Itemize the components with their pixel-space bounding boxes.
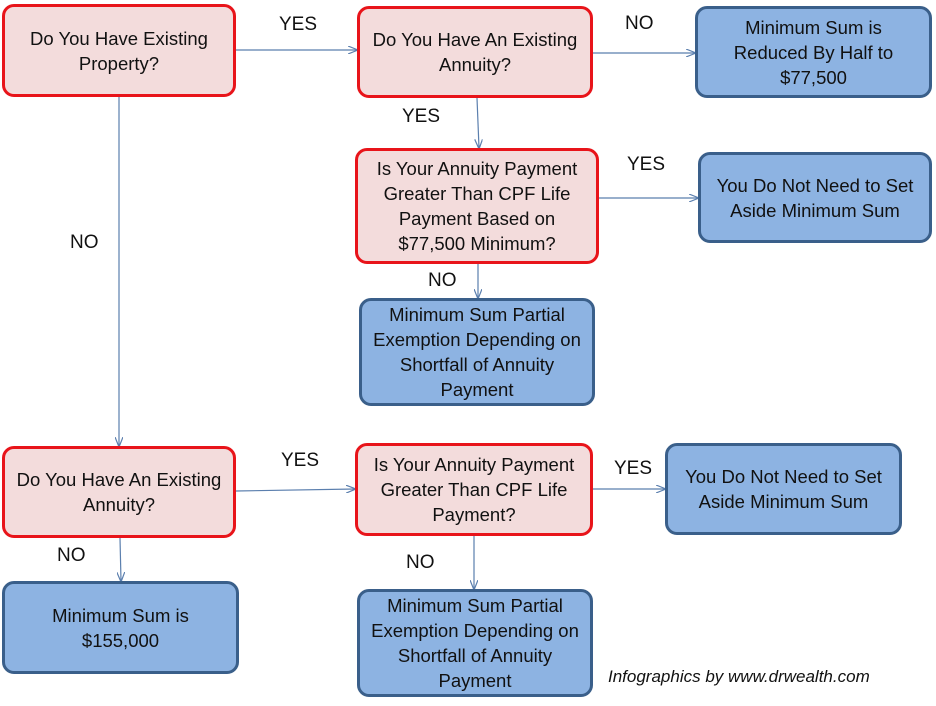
label-q5-r4-yes: YES — [614, 458, 653, 479]
result-partial-exemption-2: Minimum Sum Partial Exemption Depending … — [357, 589, 593, 697]
question-annuity-greater-77500: Is Your Annuity Payment Greater Than CPF… — [355, 148, 599, 264]
edge-q4-q5 — [235, 489, 355, 491]
result-partial-exemption-1: Minimum Sum Partial Exemption Depending … — [359, 298, 595, 406]
label-q2-q3-yes: YES — [402, 106, 441, 127]
label-q3-r2-yes: YES — [627, 154, 666, 175]
label-q4-r5-no: NO — [57, 545, 86, 566]
result-minimum-sum-155000: Minimum Sum is $155,000 — [2, 581, 239, 674]
label-q1-q2-yes: YES — [279, 14, 318, 35]
label-q4-q5-yes: YES — [281, 450, 320, 471]
question-existing-property: Do You Have Existing Property? — [2, 4, 236, 97]
label-q1-q4-no: NO — [70, 232, 99, 253]
label-q5-r6-no: NO — [406, 552, 435, 573]
question-annuity-greater-cpf: Is Your Annuity Payment Greater Than CPF… — [355, 443, 593, 536]
result-no-need-set-aside-2: You Do Not Need to Set Aside Minimum Sum — [665, 443, 902, 535]
label-q3-r3-no: NO — [428, 270, 457, 291]
edge-q4-r5 — [120, 537, 121, 581]
question-existing-annuity-1: Do You Have An Existing Annuity? — [357, 6, 593, 98]
result-no-need-set-aside-1: You Do Not Need to Set Aside Minimum Sum — [698, 152, 932, 243]
label-q2-r1-no: NO — [625, 13, 654, 34]
result-minimum-sum-reduced: Minimum Sum is Reduced By Half to $77,50… — [695, 6, 932, 98]
edge-q2-q3 — [477, 97, 479, 148]
credit-text: Infographics by www.drwealth.com — [608, 667, 870, 686]
question-existing-annuity-2: Do You Have An Existing Annuity? — [2, 446, 236, 538]
